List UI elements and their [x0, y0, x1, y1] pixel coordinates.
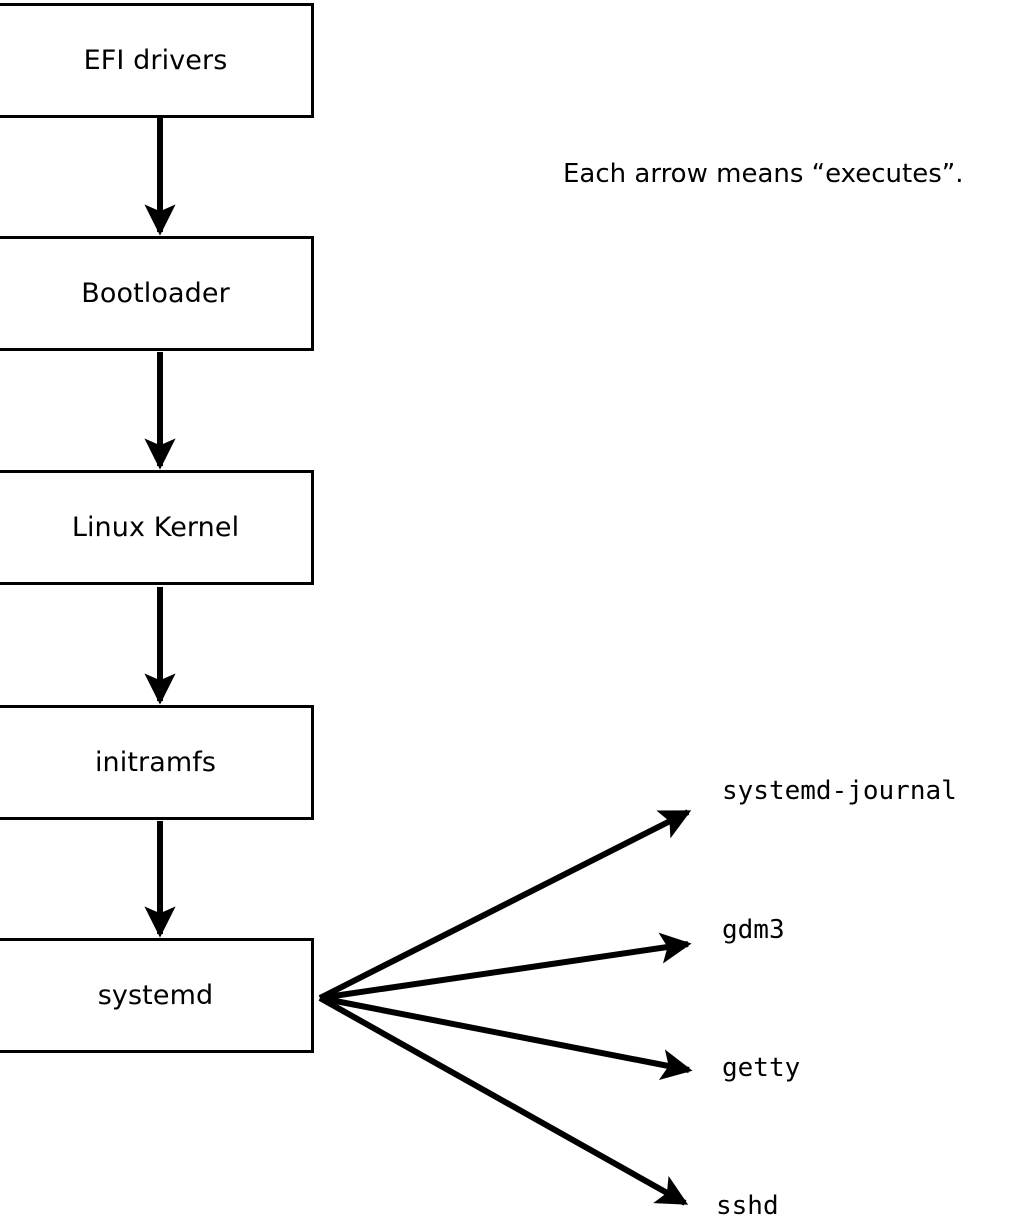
process-box-efi-drivers[interactable]: EFI drivers	[0, 3, 314, 118]
process-box-label: initramfs	[94, 747, 217, 778]
arrow-systemd-to-gdm3	[319, 932, 692, 1001]
service-label-getty[interactable]: getty	[722, 1053, 801, 1083]
arrow-systemd-to-sshd	[318, 995, 689, 1206]
arrow-systemd-to-systemd-journal	[318, 809, 692, 1001]
arrow-systemd-to-getty	[319, 995, 693, 1081]
process-box-initramfs[interactable]: initramfs	[0, 705, 314, 820]
fanout-arrow-group	[318, 809, 693, 1206]
process-box-label: Bootloader	[81, 278, 230, 309]
legend-note: Each arrow means “executes”.	[563, 159, 964, 189]
process-box-label: systemd	[97, 980, 214, 1011]
service-label-sshd[interactable]: sshd	[716, 1191, 779, 1221]
process-box-label: Linux Kernel	[71, 512, 240, 543]
process-box-systemd[interactable]: systemd	[0, 938, 314, 1053]
process-box-bootloader[interactable]: Bootloader	[0, 236, 314, 351]
service-label-gdm3[interactable]: gdm3	[722, 915, 785, 945]
process-box-label: EFI drivers	[83, 45, 228, 76]
service-label-systemd-journal[interactable]: systemd-journal	[722, 776, 957, 806]
process-box-linux-kernel[interactable]: Linux Kernel	[0, 470, 314, 585]
